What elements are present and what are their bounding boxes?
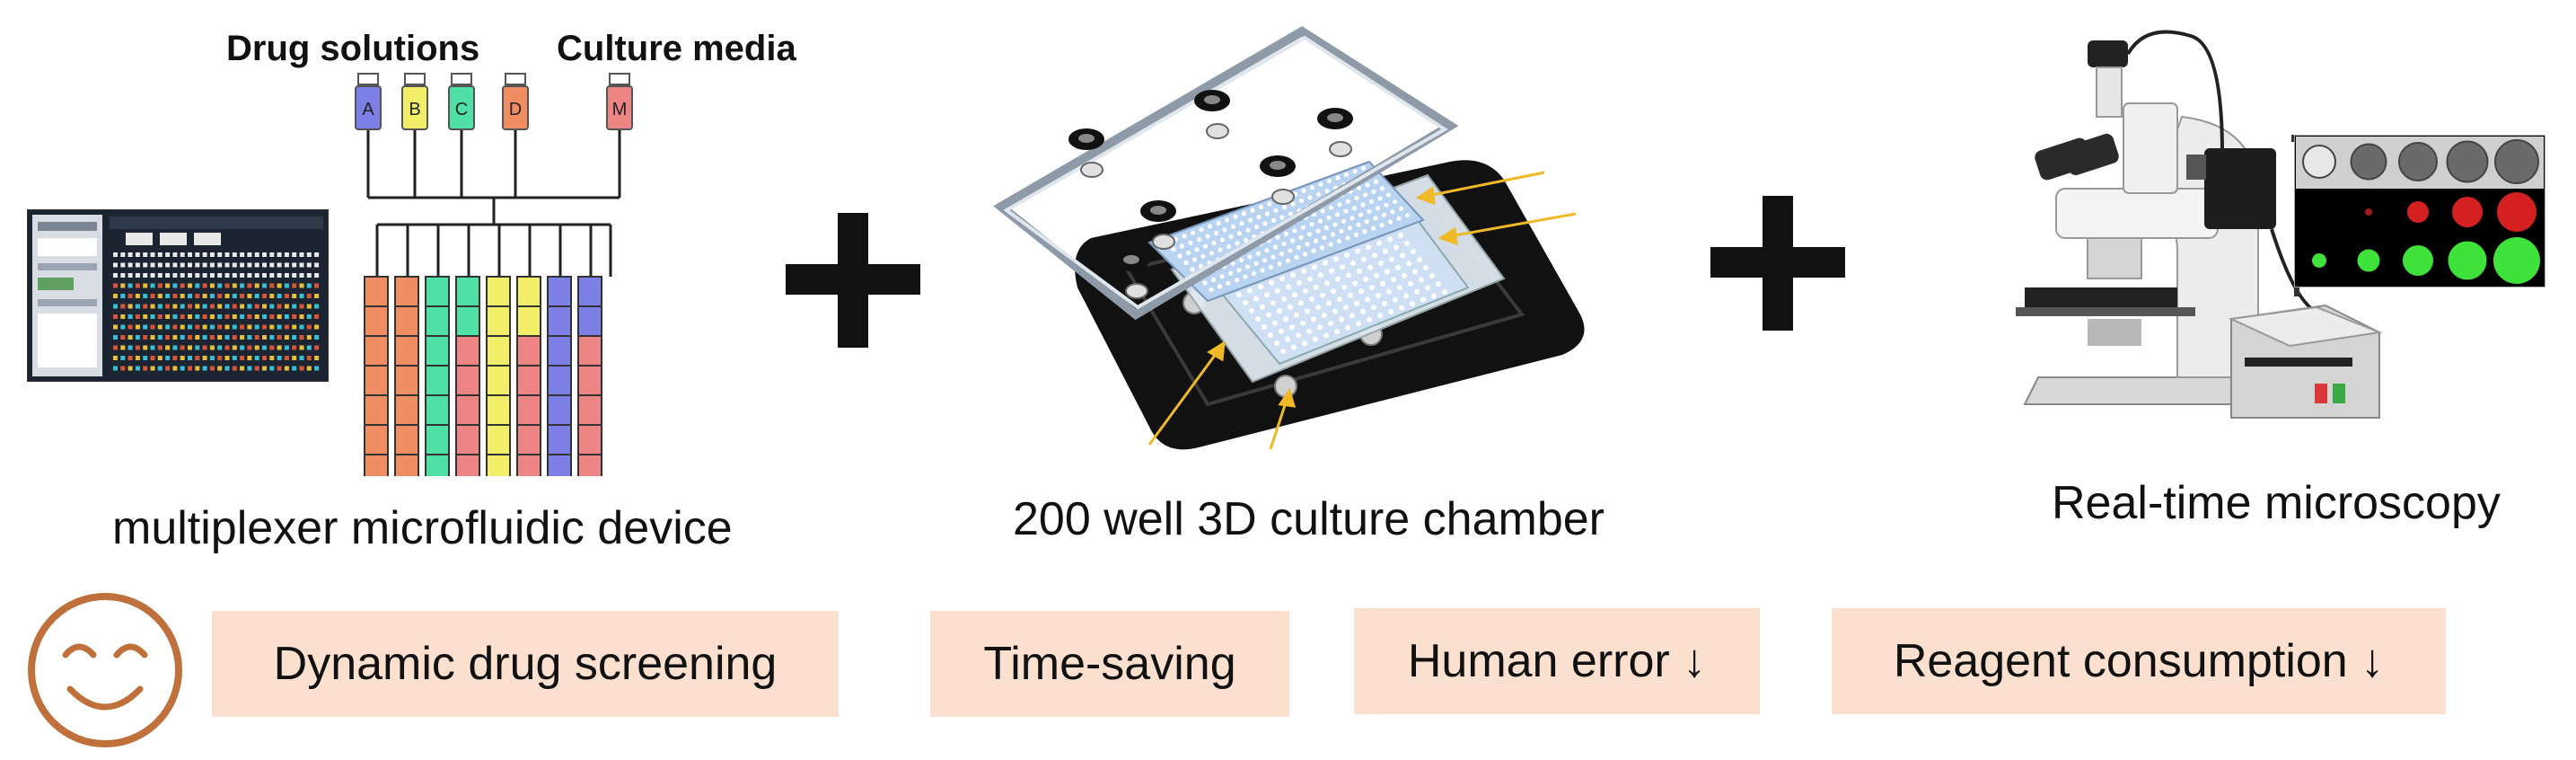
vial-a: A [355,73,382,130]
vial-d: D [502,73,529,130]
device-caption: multiplexer microfluidic device [112,502,733,554]
valve-indicator-matrix [113,252,320,371]
benefit-human-error: Human error ↓ [1354,608,1760,714]
vial-m: M [606,73,633,130]
microscopy-caption: Real-time microscopy [2052,477,2501,529]
vial-m-label: M [612,100,628,119]
vial-a-label: A [362,100,374,119]
microscope-illustration [2016,30,2383,419]
chamber-caption: 200 well 3D culture chamber [1013,493,1605,545]
microscopy-image-grid [2294,135,2545,287]
vial-c-label: C [455,100,468,119]
plus-icon-1 [786,213,920,348]
reservoir-grid [364,276,602,476]
drug-solutions-label: Drug solutions [226,29,480,68]
vial-d-label: D [509,100,522,119]
plus-icon-2 [1710,196,1845,331]
smiley-face-icon [28,593,182,747]
control-software-screen [27,209,329,382]
benefit-time-saving: Time-saving [930,611,1289,717]
pointer-arrows [1147,171,1577,450]
culture-chamber-illustration [993,26,1585,450]
culture-media-label: Culture media [557,29,796,68]
benefit-dynamic-drug-screening: Dynamic drug screening [212,611,839,717]
multiplexer-manifold: A B C D M [355,73,633,476]
benefit-reagent-consumption: Reagent consumption ↓ [1832,608,2446,714]
vial-b: B [401,73,428,130]
vial-c: C [448,73,475,130]
vial-b-label: B [409,100,420,119]
